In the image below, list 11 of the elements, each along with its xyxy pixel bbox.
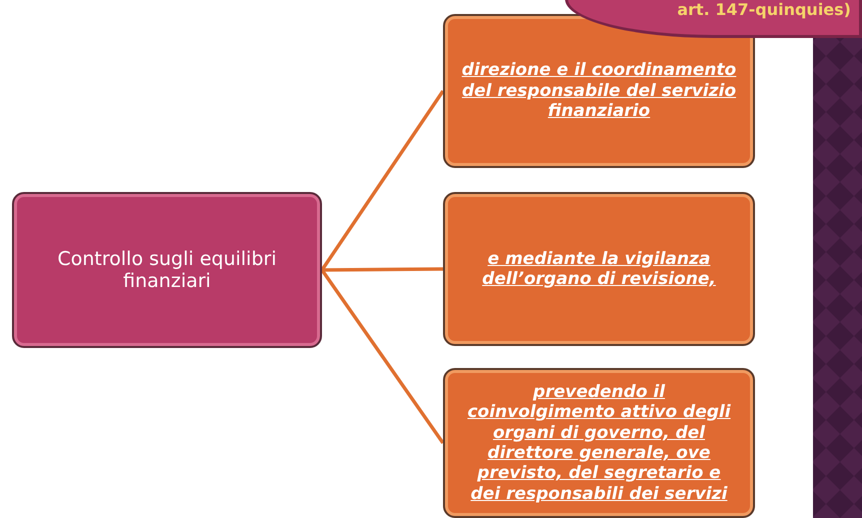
- process-box: [443, 192, 755, 346]
- connector-line: [320, 269, 444, 444]
- process-box: [12, 192, 322, 348]
- node-text: e mediante la vigilanza dell’organo di revisione,: [481, 248, 717, 290]
- connector-line: [322, 267, 444, 272]
- node-text: Controllo sugli equilibri finanziari: [56, 248, 278, 292]
- connector-line: [320, 90, 444, 271]
- process-box: [443, 368, 755, 518]
- node-text: prevedendo il coinvolgimento attivo degli organi di governo, del direttore generale, ove previsto, del segretario e dei responsabili dei servizi: [466, 382, 732, 504]
- node-text: art. 147-quinquies): [677, 0, 851, 19]
- node-text: direzione e il coordinamento del responsabile del servizio finanziario: [461, 60, 737, 122]
